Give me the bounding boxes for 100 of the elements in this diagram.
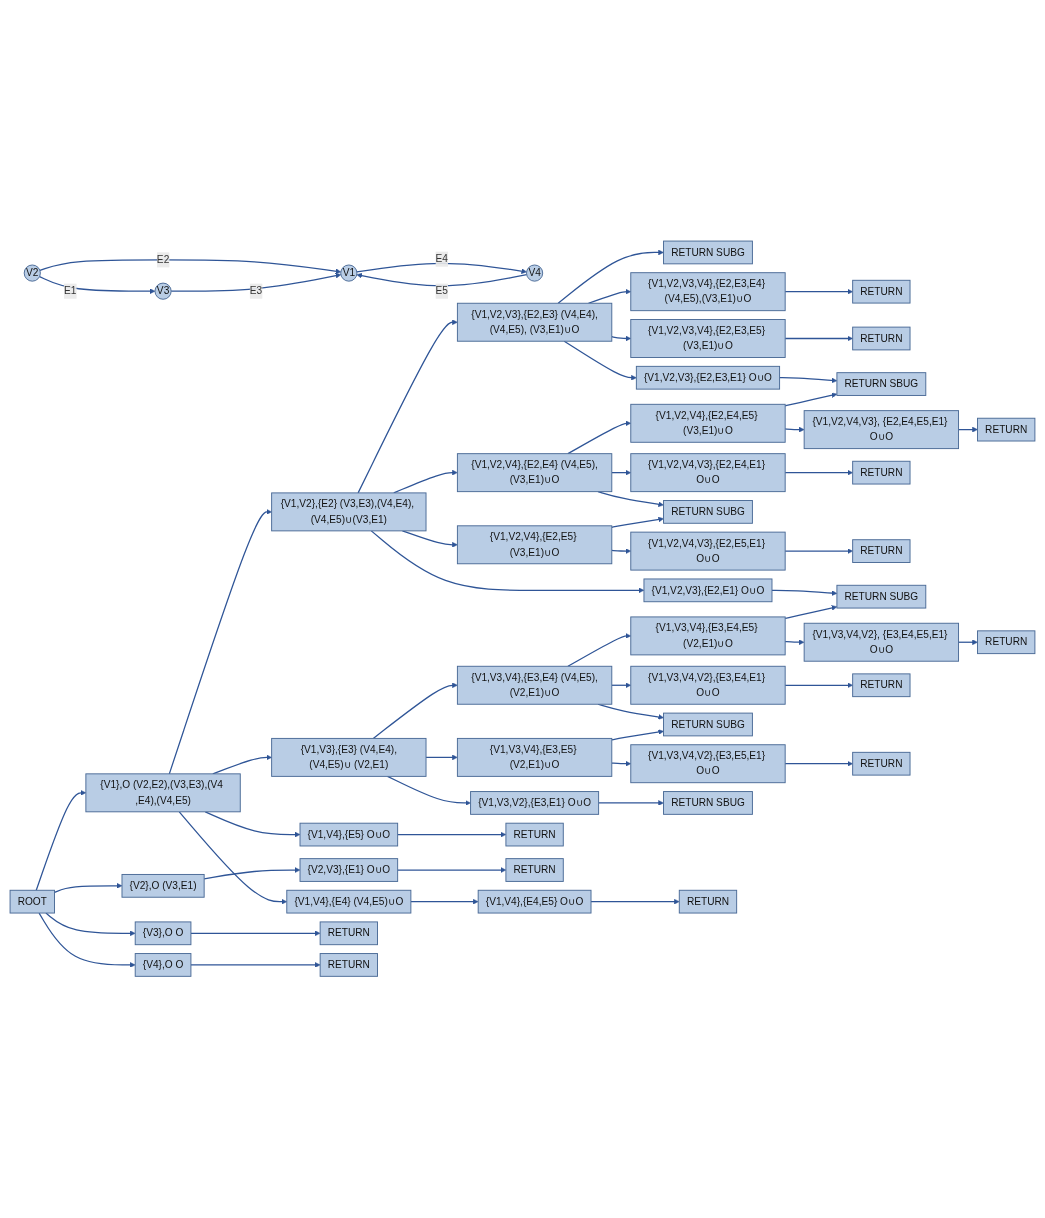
node-box: RETURN	[977, 418, 1036, 442]
edge-label: E1	[64, 285, 77, 297]
node-box: {V1,V2,V4,V3},{E2,E5,E1} O∪O	[630, 531, 786, 571]
node-circle: V3	[154, 282, 172, 301]
arrow	[784, 289, 853, 295]
arrow	[53, 883, 123, 894]
arrow	[611, 336, 632, 342]
node-box: RETURN SUBG	[836, 585, 927, 609]
arrow	[38, 912, 136, 968]
node-box: ROOT	[9, 890, 55, 914]
node-box: RETURN	[505, 858, 564, 883]
node-box: {V1,V3,V4,V2},{E3,E4,E1} O∪O	[630, 666, 786, 705]
node-box: {V1,V2,V4},{E2,E4} (V4,E5),(V3,E1)∪O	[456, 453, 613, 493]
arrow	[393, 470, 458, 494]
node-box: {V1,V2,V4},{E2,E5} (V3,E1)∪O	[456, 525, 613, 565]
arrow	[386, 776, 471, 807]
node-box: {V1,V2,V3,V4},{E2,E3,E5} (V3,E1)∪O	[630, 319, 786, 359]
node-box: RETURN	[505, 823, 564, 847]
node-box: {V2,V3},{E1} O∪O	[299, 858, 399, 883]
node-box: RETURN	[852, 326, 911, 351]
arrow	[784, 605, 838, 620]
node-box: RETURN	[852, 752, 911, 776]
arrow	[784, 639, 805, 646]
arrow	[784, 761, 853, 767]
node-box: {V1,V3,V4,V2},{E3,E5,E1} O∪O	[630, 744, 786, 784]
node-box: RETURN	[852, 673, 911, 698]
arrow	[784, 392, 838, 407]
arrow	[357, 319, 458, 494]
arrow	[957, 639, 978, 646]
arrow	[611, 729, 664, 741]
edge-label: E4	[435, 253, 448, 265]
node-circle: V4	[526, 264, 544, 282]
arrow	[784, 470, 853, 476]
arrow	[778, 377, 838, 384]
node-box: {V1,V4},{E4} (V4,E5)∪O	[286, 890, 412, 914]
node-box: RETURN SBUG	[663, 791, 753, 816]
node-box: {V1,V2},{E2} (V3,E3),(V4,E4), (V4,E5)∪(V3,E1)	[271, 492, 427, 532]
node-box: {V1,V4},{E5} O∪O	[299, 823, 399, 847]
arrow	[611, 761, 632, 767]
arrow	[784, 548, 853, 555]
arrow	[611, 682, 632, 689]
arrow	[190, 930, 321, 937]
arrow	[597, 491, 664, 508]
arrow	[372, 682, 458, 740]
arrow	[178, 811, 288, 905]
arrow	[567, 420, 632, 455]
arrow	[611, 517, 664, 529]
arrow	[397, 832, 507, 838]
node-box: {V1},O (V2,E2),(V3,E3),(V4 ,E4),(V4,E5)	[85, 773, 241, 813]
node-box: RETURN	[977, 630, 1036, 655]
node-box: RETURN	[852, 539, 911, 564]
node-box: {V1,V3,V4},{E3,E4,E5} (V2,E1)∪O	[630, 616, 786, 656]
node-box: RETURN SBUG	[836, 372, 927, 397]
node-box: RETURN SUBG	[663, 500, 753, 525]
node-box: {V1,V3,V4,V2}, {E3,E4,E5,E1} O∪O	[803, 623, 960, 662]
arrow	[557, 249, 664, 305]
arrow	[784, 682, 853, 689]
node-box: {V2},O (V3,E1)	[121, 874, 205, 898]
edge-label: E2	[156, 254, 170, 266]
arrow	[784, 336, 853, 342]
node-box: {V1,V2,V4},{E2,E4,E5} (V3,E1)∪O	[630, 404, 786, 444]
node-box: RETURN SUBG	[663, 712, 753, 737]
node-box: {V1,V2,V3},{E2,E1} O∪O	[643, 578, 773, 603]
arrow	[611, 548, 632, 555]
arrow	[38, 276, 156, 295]
node-circle: V2	[23, 264, 41, 282]
node-box: {V3},O O	[134, 921, 192, 946]
node-box: {V1,V2,V3},{E2,E3,E1} O∪O	[635, 366, 781, 390]
arrow	[45, 912, 136, 937]
node-box: {V1,V2,V4,V3}, {E2,E4,E5,E1} O∪O	[803, 410, 960, 450]
arrow	[212, 754, 272, 775]
node-box: RETURN SUBG	[663, 240, 753, 265]
node-box: RETURN	[319, 921, 378, 946]
node-box: {V1,V3,V2},{E3,E1} O∪O	[470, 791, 600, 816]
edge-label: E3	[249, 285, 263, 297]
node-box: RETURN	[678, 890, 738, 914]
arrow	[563, 340, 637, 381]
node-box: {V1,V4},{E4,E5} O∪O	[477, 890, 592, 914]
arrow	[35, 790, 87, 892]
arrow	[397, 867, 507, 874]
node-box: {V1,V2,V3,V4},{E2,E3,E4} (V4,E5),(V3,E1)∪O	[630, 272, 786, 312]
node-circle: V1	[340, 264, 358, 282]
arrow	[590, 899, 680, 905]
arrow	[611, 470, 632, 476]
arrow	[370, 530, 645, 594]
arrow	[410, 899, 479, 905]
arrow	[587, 289, 632, 305]
node-box: RETURN	[319, 953, 378, 978]
node-box: {V1,V2,V3},{E2,E3} (V4,E4),(V4,E5), (V3,E1)∪O	[456, 303, 613, 342]
arrow	[190, 962, 321, 968]
arrow	[168, 509, 272, 775]
node-box: {V1,V3},{E3} (V4,E4),(V4,E5)∪ (V2,E1)	[271, 738, 427, 778]
arrow	[771, 590, 838, 597]
node-box: {V1,V3,V4},{E3,E5} (V2,E1)∪O	[456, 738, 613, 778]
arrow	[39, 259, 342, 275]
node-box: RETURN	[852, 280, 911, 304]
node-box: RETURN	[852, 461, 911, 485]
arrow	[356, 263, 527, 275]
arrow	[356, 273, 528, 287]
node-box: {V4},O O	[134, 953, 192, 978]
